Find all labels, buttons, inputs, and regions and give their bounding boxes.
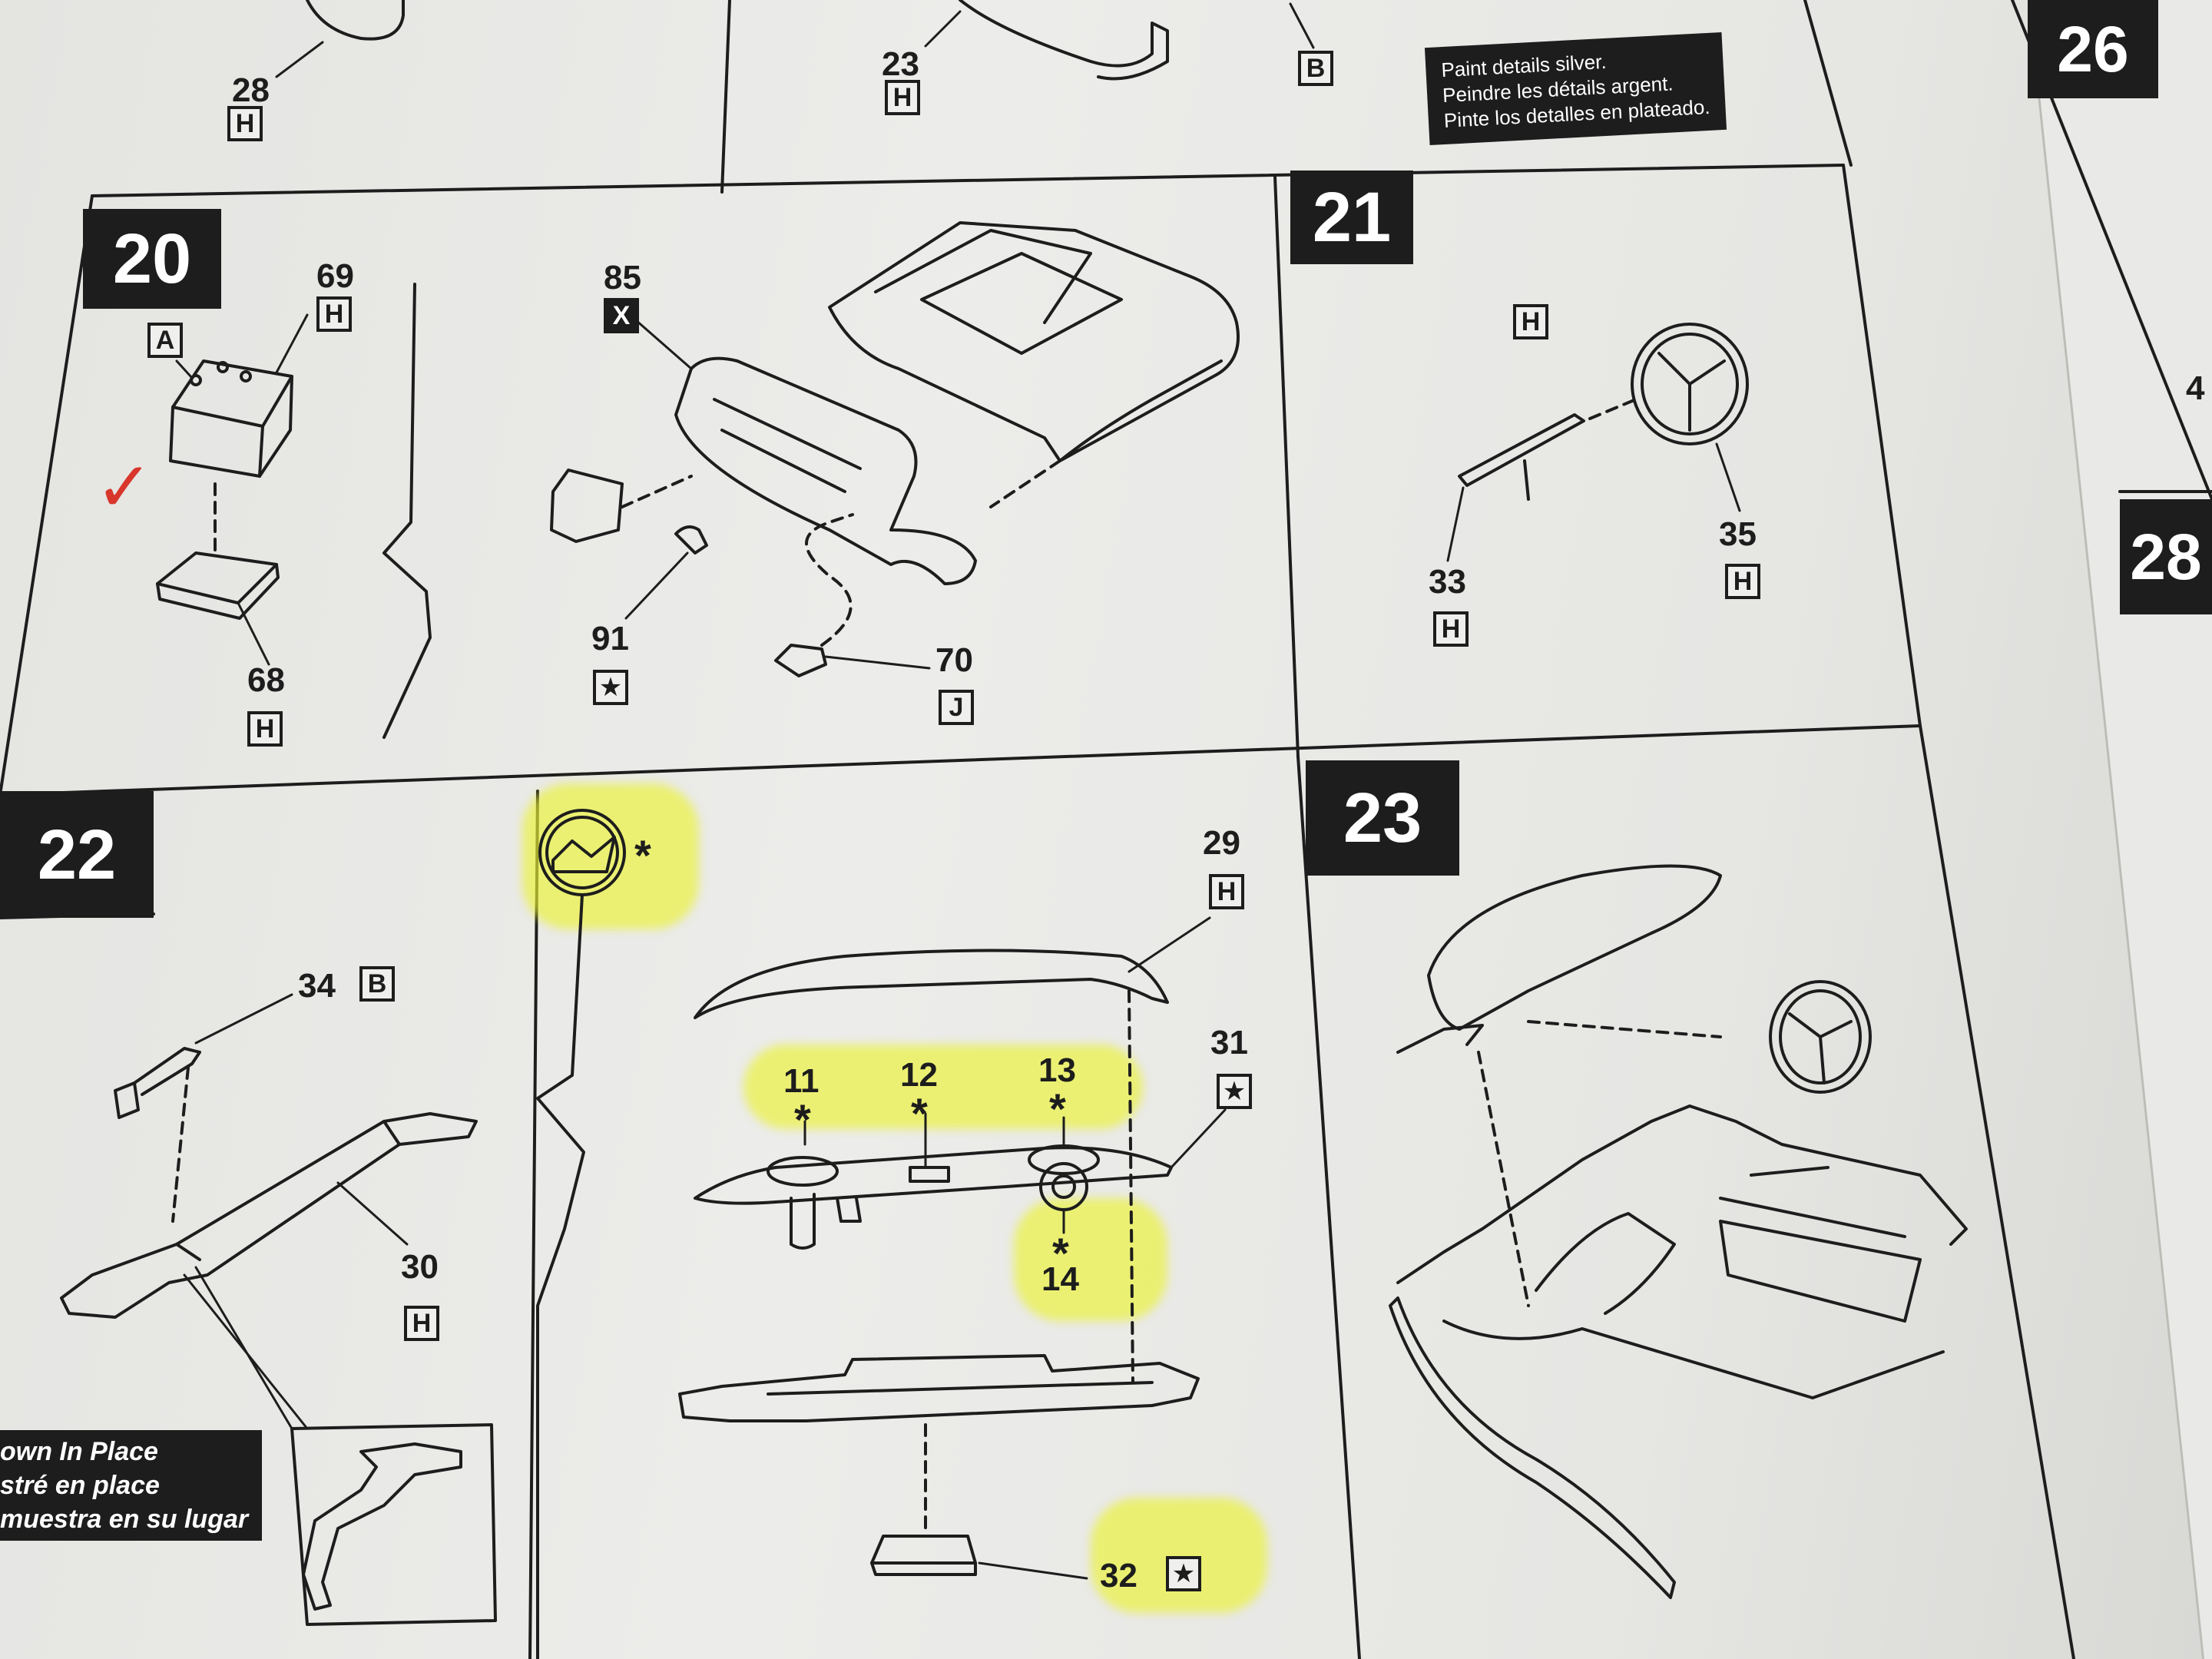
part-68-number: 68 — [247, 661, 285, 699]
shown-in-place-note: own In Place stré en place muestra en su… — [0, 1430, 263, 1541]
part-23-number: 23 — [882, 45, 919, 83]
part-34-number: 34 — [298, 967, 336, 1005]
step-26-number: 26 — [2028, 0, 2158, 98]
part-30-tag: H — [404, 1306, 439, 1341]
part-34-tag: B — [359, 966, 395, 1002]
part-69-number: 69 — [316, 257, 354, 295]
decal-12-number: 12 — [900, 1056, 938, 1094]
red-checkmark: ✓ — [95, 449, 154, 526]
decal-11-mark: * — [794, 1095, 811, 1144]
battery-tray-drawing — [156, 551, 280, 666]
part-23-tag: H — [885, 80, 920, 115]
part-32-number: 32 — [1100, 1557, 1137, 1594]
top-part-23-drawing — [924, 0, 1315, 81]
highlight-decals-11-13 — [743, 1045, 1143, 1129]
shown-in-place-fr: stré en place — [0, 1471, 160, 1500]
decal-11-number: 11 — [783, 1062, 820, 1100]
part-28-number: 28 — [232, 71, 270, 109]
instrument-panel-drawing — [694, 1108, 1227, 1250]
step-28-number: 28 — [2120, 499, 2212, 614]
inset-drawing — [302, 1442, 462, 1611]
part-a-tag: A — [147, 323, 183, 358]
decal-13-number: 13 — [1038, 1051, 1076, 1089]
part-70-number: 70 — [935, 641, 973, 679]
part-29-number: 29 — [1203, 824, 1240, 862]
battery-drawing — [169, 313, 309, 555]
shown-in-place-es: muestra en su lugar — [0, 1505, 249, 1534]
dash-lower-drawing — [678, 1354, 1200, 1530]
part-32-tag: ★ — [1166, 1556, 1201, 1591]
part-29-tag: H — [1209, 874, 1244, 909]
part-31-tag: ★ — [1217, 1074, 1252, 1109]
step-23-body-drawing — [1389, 1104, 1968, 1599]
mirror-drawing — [114, 993, 293, 1223]
top-part-28-drawing — [275, 0, 405, 78]
part-28-tag: H — [227, 106, 263, 141]
step-20-divider — [382, 283, 432, 739]
part-h-tag: H — [1513, 304, 1548, 339]
dash-bracket-drawing — [60, 1112, 478, 1430]
highlight-decal-14 — [1014, 1198, 1167, 1321]
highlight-part-32 — [1091, 1498, 1267, 1613]
step-20-number: 20 — [83, 209, 221, 309]
part-35-tag: H — [1725, 564, 1760, 599]
partial-number: 4 — [2186, 369, 2205, 407]
decal-13-mark: * — [1049, 1084, 1066, 1133]
shown-in-place-en: own In Place — [0, 1437, 158, 1466]
car-body-drawing — [828, 221, 1240, 508]
part-70-tag: J — [939, 690, 974, 725]
step-22-number: 22 — [0, 791, 154, 918]
dash-top-drawing — [694, 916, 1211, 1384]
part-31-number: 31 — [1210, 1024, 1248, 1061]
part-85-number: 85 — [604, 259, 641, 296]
step-23-number: 23 — [1306, 760, 1459, 876]
part-b-tag: B — [1298, 51, 1333, 86]
part-68-tag: H — [247, 711, 283, 747]
part-91-number: 91 — [591, 620, 629, 657]
decal-12-mark: * — [911, 1089, 928, 1137]
step-23-wheel-drawing — [1769, 980, 1872, 1094]
heater-box-drawing — [550, 469, 693, 543]
inset-frame — [290, 1423, 497, 1626]
decal-14-number: 14 — [1041, 1260, 1079, 1298]
part-70-drawing — [774, 513, 931, 677]
step-23-dash-drawing — [1396, 864, 1722, 1307]
step-21-number: 21 — [1290, 171, 1413, 264]
firewall-drawing — [628, 313, 977, 585]
part-33-tag: H — [1433, 611, 1469, 647]
part-85-tag: X — [604, 298, 639, 333]
decal-sheet-icon — [536, 809, 626, 1659]
part-35-number: 35 — [1719, 515, 1757, 553]
steering-column-drawing — [1446, 398, 1637, 562]
steering-wheel-drawing — [1631, 323, 1749, 512]
ashtray-drawing — [870, 1535, 1088, 1580]
part-91-tag: ★ — [593, 670, 628, 705]
part-91-drawing — [624, 525, 708, 620]
part-69-tag: H — [316, 296, 352, 332]
part-30-number: 30 — [401, 1248, 439, 1286]
decal-14-mark: * — [1052, 1229, 1069, 1277]
part-33-number: 33 — [1429, 563, 1466, 601]
decal-sheet-mark: * — [634, 831, 651, 879]
